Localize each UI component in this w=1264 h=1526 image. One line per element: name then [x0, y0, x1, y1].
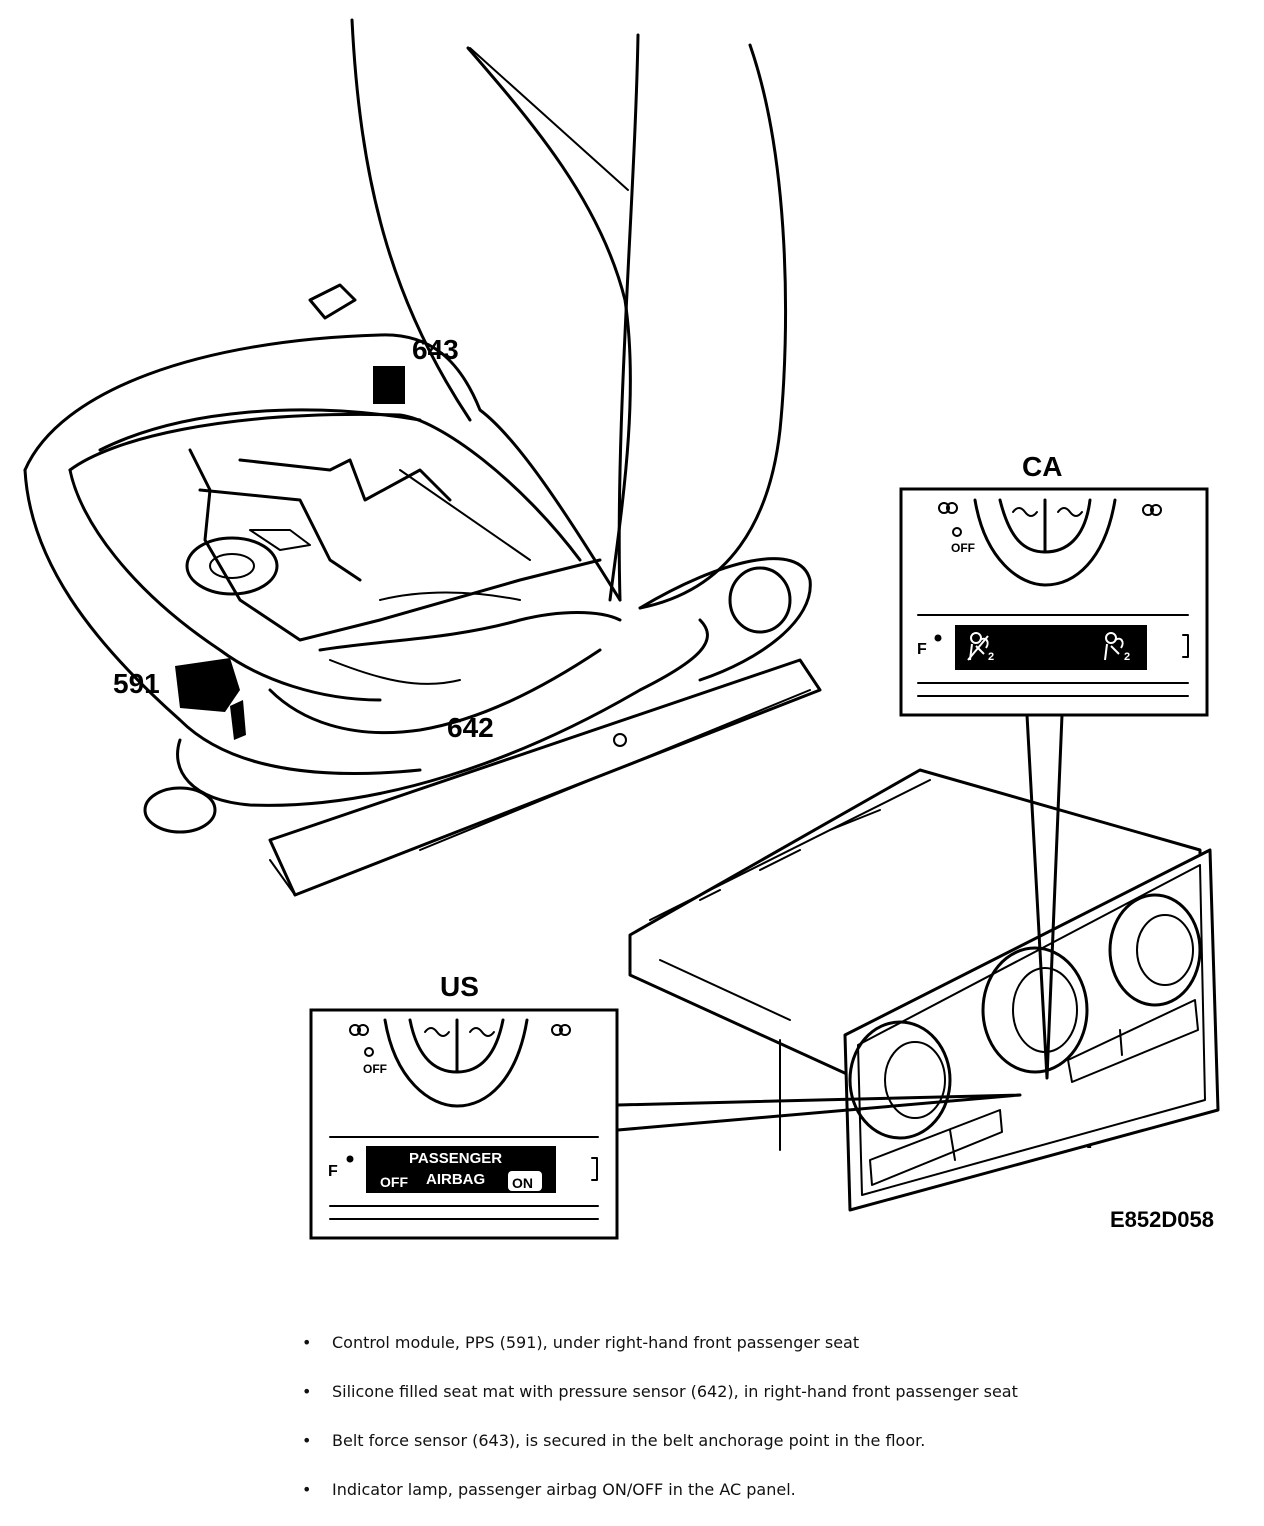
- passenger-seat-drawing: [23, 18, 822, 897]
- list-item-text: Belt force sensor (643), is secured in t…: [332, 1431, 926, 1450]
- bullet-icon: •: [302, 1431, 312, 1450]
- figure-code: E852D058: [1110, 1207, 1214, 1232]
- indicator-off-text: OFF: [380, 1174, 408, 1190]
- indicator-on-text: ON: [512, 1175, 533, 1191]
- indicator-passenger-text: PASSENGER: [409, 1150, 502, 1167]
- inset-us: US OFF F PASSENGER OFF AIRBAG ON: [309, 971, 619, 1240]
- airbag-off-icon: [967, 632, 989, 661]
- airbag-icon-digit-right: 2: [1124, 651, 1130, 663]
- inset-us-title: US: [440, 971, 479, 1002]
- list-item-text: Silicone filled seat mat with pressure s…: [332, 1382, 1018, 1401]
- list-item: • Silicone filled seat mat with pressure …: [300, 1379, 1240, 1428]
- indicator-airbag-text: AIRBAG: [426, 1171, 485, 1188]
- list-item: • Control module, PPS (591), under right-…: [300, 1330, 1240, 1379]
- inset-us-off-label: OFF: [363, 1062, 387, 1076]
- inset-ca-off-label: OFF: [951, 541, 975, 555]
- inset-ca: CA OFF F 2 2: [899, 451, 1209, 717]
- airbag-indicator-panel-ca: [955, 625, 1147, 670]
- list-item-text: Control module, PPS (591), under right-h…: [332, 1333, 860, 1352]
- bullet-icon: •: [302, 1382, 312, 1401]
- list-item-text: Indicator lamp, passenger airbag ON/OFF …: [332, 1480, 796, 1499]
- inset-us-f-label: F: [328, 1163, 338, 1180]
- airbag-on-icon: [1104, 632, 1124, 661]
- inset-ca-f-label: F: [917, 641, 927, 658]
- inset-ca-title: CA: [1022, 451, 1062, 482]
- airbag-icon-digit-left: 2: [988, 651, 994, 663]
- callout-591: 591: [113, 668, 160, 699]
- bullet-icon: •: [302, 1333, 312, 1352]
- callout-642: 642: [447, 712, 494, 743]
- indicator-on-box: [508, 1171, 542, 1191]
- list-item: • Belt force sensor (643), is secured in …: [300, 1428, 1240, 1477]
- bullet-icon: •: [302, 1480, 312, 1499]
- component-list: • Control module, PPS (591), under right-…: [300, 1330, 1240, 1526]
- callout-643: 643: [412, 334, 459, 365]
- ac-control-unit-drawing: [628, 768, 1220, 1212]
- list-item: • Indicator lamp, passenger airbag ON/OFF…: [300, 1477, 1240, 1526]
